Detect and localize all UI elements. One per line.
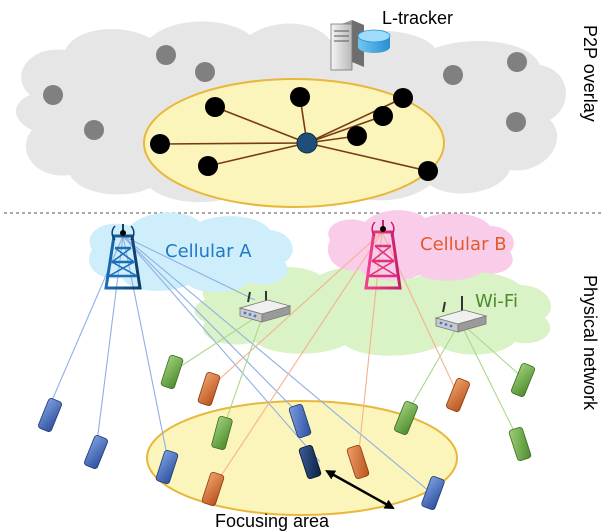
p2p-overlay-label: P2P overlay <box>580 25 600 122</box>
active-peer-node <box>373 106 393 126</box>
active-peer-node <box>393 88 413 108</box>
smartphone-icon <box>201 472 225 506</box>
active-peer-node <box>347 126 367 146</box>
smartphone-icon <box>508 427 532 461</box>
smartphone-icon <box>38 398 62 432</box>
smartphone-icon <box>211 416 233 450</box>
overlay-links <box>159 96 429 172</box>
cell-tower-icon <box>364 220 402 290</box>
idle-peer-node <box>43 85 63 105</box>
idle-peer-node <box>195 62 215 82</box>
hub-peer-node <box>296 132 318 154</box>
double-arrow-icon <box>325 470 395 510</box>
idle-peer-node <box>443 65 463 85</box>
active-peers <box>150 87 438 181</box>
cellular-a-cloud <box>88 212 293 293</box>
idle-peer-node <box>84 120 104 140</box>
physical-network-label: Physical network <box>580 275 600 411</box>
active-peer-node <box>418 161 438 181</box>
smartphone-icon <box>421 476 445 510</box>
idle-peer-node <box>506 112 526 132</box>
smartphone-icon <box>155 450 179 484</box>
smartphone-icon <box>511 363 535 397</box>
smartphone-icon <box>446 378 470 412</box>
active-peer-node <box>205 97 225 117</box>
wifi-cloud <box>194 265 551 356</box>
wifi-router-icon <box>434 296 488 333</box>
focusing-area-label: Focusing area <box>215 511 330 531</box>
active-peer-node <box>150 134 170 154</box>
server-icon <box>330 20 391 71</box>
wifi-router-icon <box>238 291 292 323</box>
cellular-b-label: Cellular B <box>420 234 507 255</box>
smartphone-icon <box>298 445 322 479</box>
smartphone-icon <box>84 435 108 469</box>
cell-tower-icon <box>104 224 142 290</box>
idle-peer-node <box>156 45 176 65</box>
smartphone-icon <box>160 355 184 389</box>
cellular-a-label: Cellular A <box>165 241 252 262</box>
tracker-label: L-tracker <box>382 8 453 28</box>
idle-peers <box>43 45 527 140</box>
smartphone-icon <box>394 401 418 435</box>
active-peer-node <box>198 156 218 176</box>
wifi-label: Wi-Fi <box>475 291 518 312</box>
smartphone-icon <box>288 404 312 438</box>
wifi-links <box>171 311 524 444</box>
smartphones <box>38 355 535 510</box>
active-peer-node <box>290 87 310 107</box>
idle-peer-node <box>507 52 527 72</box>
smartphone-icon <box>197 372 221 406</box>
